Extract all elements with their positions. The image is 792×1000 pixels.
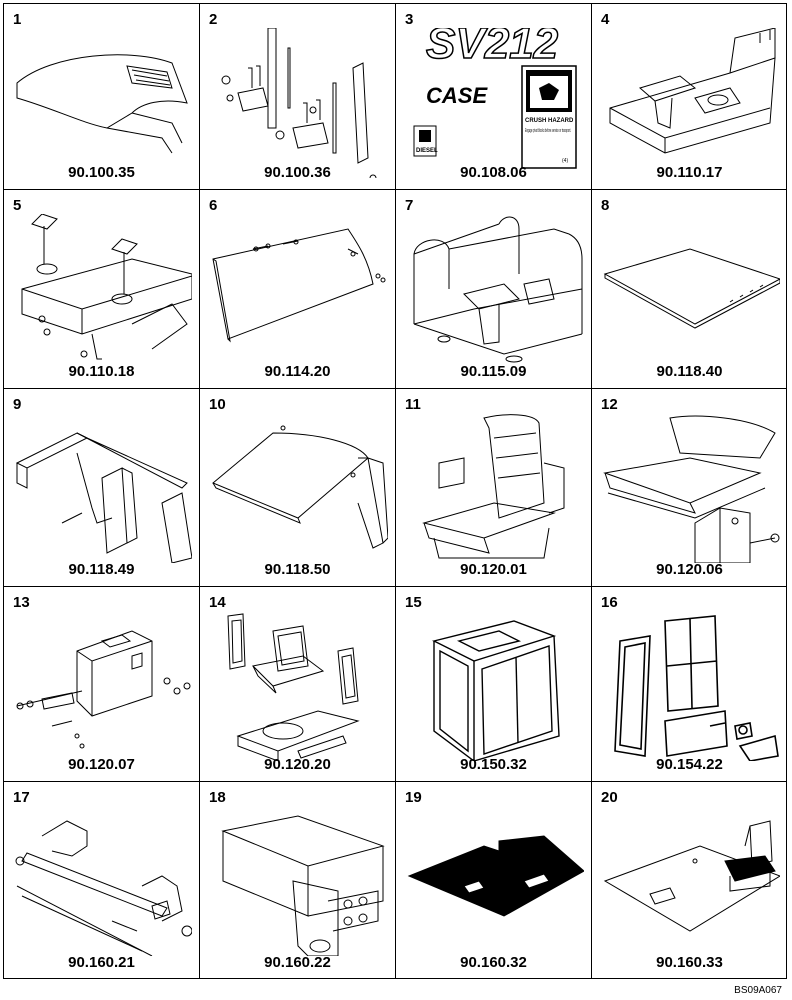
part-number: 10 [209,396,226,413]
part-code: 90.114.20 [264,363,331,380]
seat-parts-icon [208,611,388,761]
part-cell[interactable]: 11 90.120.01 [396,389,591,586]
part-code: 90.160.22 [264,954,331,971]
part-cell[interactable]: 6 90.114.20 [200,190,395,388]
grid-divider [4,388,786,389]
decal-hazard-text: Engage pivot blocks before service or tr… [525,128,571,134]
part-code: 90.100.35 [68,164,135,181]
grid-divider [199,4,200,978]
bracket-kit-icon [208,28,388,178]
figure-id: BS09A067 [734,985,782,996]
part-cell[interactable]: 2 90.100.36 [200,4,395,189]
part-number: 12 [601,396,618,413]
part-number: 7 [405,197,414,214]
handle-rod-icon [12,806,192,956]
part-code: 90.150.32 [460,756,527,773]
parts-grid: 1 90.100.35 2 90.100.36 3 [3,3,787,979]
part-code: 90.120.07 [68,756,135,773]
decal-hazard-title: CRUSH HAZARD [525,118,574,124]
panel-icon [208,214,388,364]
box-bracket-icon [208,806,388,956]
canopy-icon [208,413,388,563]
part-cell[interactable]: 15 90.150.32 [396,587,591,781]
part-code: 90.118.40 [656,363,723,380]
part-cell[interactable]: 9 90.118.49 [4,389,199,586]
grid-divider [591,4,592,978]
cab-glass-icon [600,611,780,761]
grid-divider [395,4,396,978]
part-code: 90.120.01 [460,561,527,578]
part-code: 90.120.20 [264,756,331,773]
seat-console-icon [600,413,780,563]
decal-diesel: DIESEL [416,148,438,154]
part-number: 1 [13,11,22,28]
cab-icon [404,611,584,761]
part-code: 90.110.17 [656,164,723,181]
part-number: 9 [13,396,22,413]
part-cell[interactable]: 4 90.110.17 [592,4,787,189]
part-cell[interactable]: 5 90.110.18 [4,190,199,388]
part-cell[interactable]: 7 90.115.09 [396,190,591,388]
floor-mat-icon [404,806,584,956]
part-code: 90.100.36 [264,164,331,181]
part-cell[interactable]: 20 90.160.33 [592,782,787,979]
decal-hazard-code: (4) [562,158,568,164]
part-code: 90.110.18 [68,363,135,380]
grid-divider [4,586,786,587]
part-code: 90.120.06 [656,561,723,578]
part-number: 4 [601,11,610,28]
floor-plate-icon [600,214,780,364]
part-code: 90.160.32 [460,954,527,971]
part-cell[interactable]: 17 90.160.21 [4,782,199,979]
part-cell[interactable]: 19 90.160.32 [396,782,591,979]
frame-icon [12,413,192,563]
mount-assembly-icon [12,214,192,364]
part-cell[interactable]: 18 90.160.22 [200,782,395,979]
rops-frame-icon [404,214,584,364]
floor-seat-icon [600,806,780,956]
part-code: 90.108.06 [460,164,527,181]
part-number: 8 [601,197,610,214]
part-cell[interactable]: 12 90.120.06 [592,389,787,586]
part-number: 16 [601,594,618,611]
part-number: 19 [405,789,422,806]
part-cell[interactable]: 3 SV212 CASE DIESEL CRUSH HAZARD Engage … [396,4,591,189]
platform-icon [600,28,780,178]
decal-set-icon: SV212 CASE DIESEL CRUSH HAZARD Engage pi… [404,28,584,178]
part-cell[interactable]: 13 90.120.07 [4,587,199,781]
part-code: 90.118.49 [68,561,135,578]
part-number: 18 [209,789,226,806]
seat-icon [404,413,584,563]
part-number: 15 [405,594,422,611]
part-number: 5 [13,197,22,214]
console-icon [12,611,192,761]
decal-model: SV212 [426,28,559,68]
part-code: 90.115.09 [460,363,527,380]
part-number: 2 [209,11,218,28]
grid-divider [4,781,786,782]
part-cell[interactable]: 10 90.118.50 [200,389,395,586]
part-cell[interactable]: 16 90.154.22 [592,587,787,781]
part-cell[interactable]: 14 90.120.20 [200,587,395,781]
part-code: 90.160.21 [68,954,135,971]
part-number: 20 [601,789,618,806]
part-number: 17 [13,789,30,806]
hood-icon [12,28,192,178]
part-number: 11 [405,396,421,413]
part-number: 13 [13,594,30,611]
part-number: 6 [209,197,218,214]
part-number: 14 [209,594,226,611]
part-cell[interactable]: 8 90.118.40 [592,190,787,388]
decal-brand: CASE [426,83,488,108]
part-cell[interactable]: 1 90.100.35 [4,4,199,189]
part-code: 90.154.22 [656,756,723,773]
grid-divider [4,189,786,190]
part-code: 90.118.50 [264,561,331,578]
part-code: 90.160.33 [656,954,723,971]
part-number: 3 [405,11,414,28]
